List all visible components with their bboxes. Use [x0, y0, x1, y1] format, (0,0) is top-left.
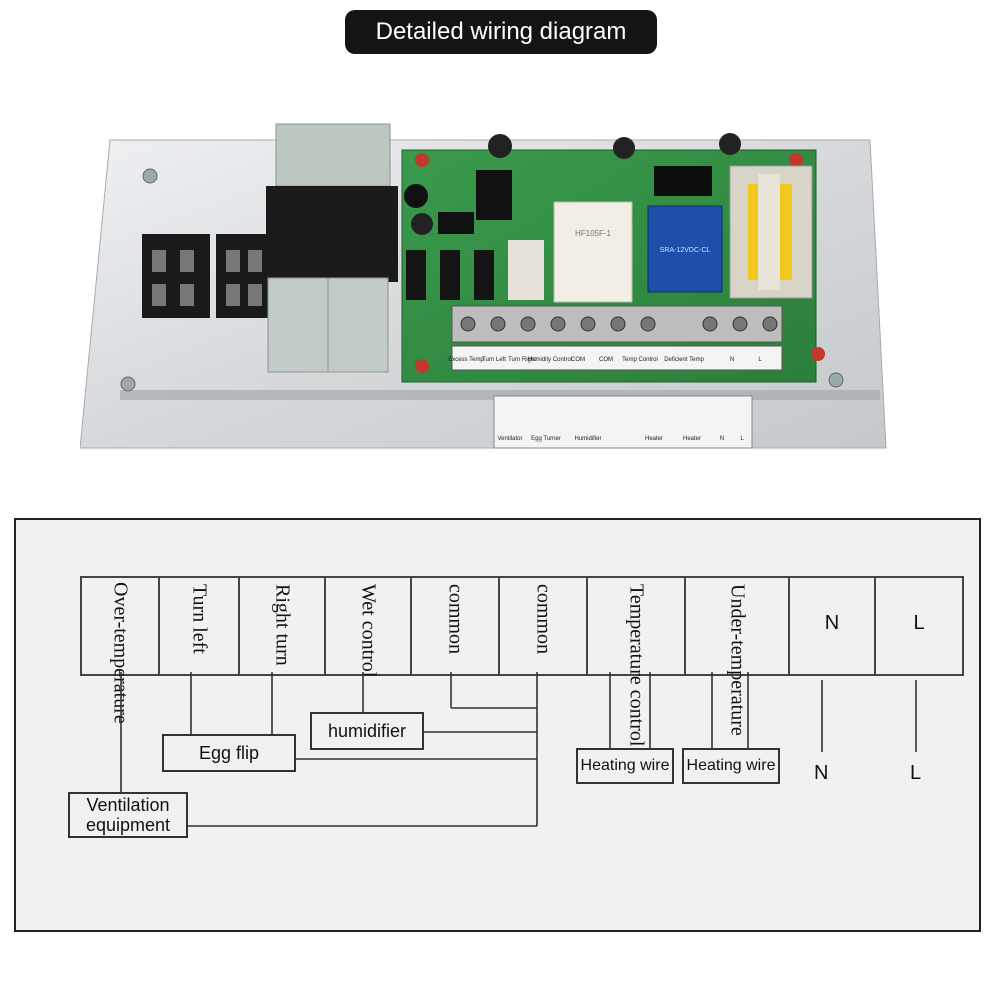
terminal-common-1: common [412, 578, 500, 674]
capacitor-icon [613, 137, 635, 159]
terminal-label: Turn left [188, 584, 211, 654]
terminal-turn-left: Turn left [160, 578, 240, 674]
terminal-l: L [876, 578, 964, 674]
n-label: N [814, 762, 829, 784]
screw-icon [828, 372, 844, 388]
diagram-title: Detailed wiring diagram [345, 10, 657, 54]
terminal-label: common [444, 584, 467, 654]
board-terminal-label: L [758, 357, 762, 363]
board-terminal-label: Temp Control [622, 357, 658, 363]
sticker-device-label: Egg Turner [531, 436, 561, 442]
capacitor-icon [719, 133, 741, 155]
egg-flip-box: Egg flip [162, 734, 296, 772]
terminal-label: Under-temperature [726, 584, 749, 736]
l-label: L [910, 762, 922, 784]
ic-chip [476, 170, 512, 220]
terminal-common-2: common [500, 578, 588, 674]
power-socket-right [216, 234, 272, 318]
power-socket-left [142, 234, 210, 318]
sticker-device-label: N [720, 436, 724, 442]
buzzer-icon [404, 184, 428, 208]
relay-text: HF105F-1 [575, 229, 612, 238]
terminal-label: L [913, 612, 925, 634]
sticker-device-label: Heater [683, 436, 701, 442]
terminal-label: N [824, 612, 840, 634]
terminal-n: N [790, 578, 876, 674]
terminal-label: Wet control [357, 584, 380, 678]
terminal-label: Right turn [271, 584, 294, 666]
terminal-label-sticker [493, 395, 753, 449]
humidifier-box: humidifier [310, 712, 424, 750]
board-terminal-label: Humidity Control [528, 357, 572, 363]
board-terminal-label: Turn Right [508, 357, 536, 363]
white-relay [553, 201, 633, 303]
sticker-device-label: Heater [645, 436, 663, 442]
ic-chip [438, 212, 474, 234]
terminal-right-turn: Right turn [240, 578, 326, 674]
terminal-label: common [532, 584, 555, 654]
terminal-under-temperature: Under-temperature [686, 578, 790, 736]
sticker-device-label: Humidifier [574, 436, 601, 442]
terminal-temperature-control: Temperature control [588, 578, 686, 746]
board-terminal-label: Deficient Temp [664, 357, 704, 363]
grey-connector-top [275, 123, 391, 187]
terminal-strip: Over-temperature Turn left Right turn We… [80, 576, 964, 746]
heatsink [654, 166, 712, 196]
screw-icon [120, 376, 136, 392]
heating-wire-box-1: Heating wire [576, 748, 674, 784]
sticker-device-label: Ventilator [497, 436, 522, 442]
terminal-label: Over-temperature [109, 582, 132, 724]
sticker-device-label: L [740, 436, 744, 442]
board-terminal-label: N [730, 357, 734, 363]
board-terminal-label: Excess Temp [448, 357, 484, 363]
board-terminal-label: COM [599, 357, 613, 363]
ventilation-equipment-box: Ventilation equipment [68, 792, 188, 838]
black-heatsink-block [266, 186, 398, 282]
blue-relay-text: SRA-12VDC-CL [660, 247, 711, 254]
heating-wire-box-2: Heating wire [682, 748, 780, 784]
screw-icon [142, 168, 158, 184]
terminal-wet-control: Wet control [326, 578, 412, 678]
terminal-over-temperature: Over-temperature [82, 578, 160, 724]
board-terminal-label: COM [571, 357, 585, 363]
blue-relay [647, 205, 723, 293]
capacitor-icon [488, 134, 512, 158]
capacitor-icon [411, 213, 433, 235]
terminal-label: Temperature control [625, 584, 648, 747]
board-terminal-label: Turn Left [482, 357, 506, 363]
